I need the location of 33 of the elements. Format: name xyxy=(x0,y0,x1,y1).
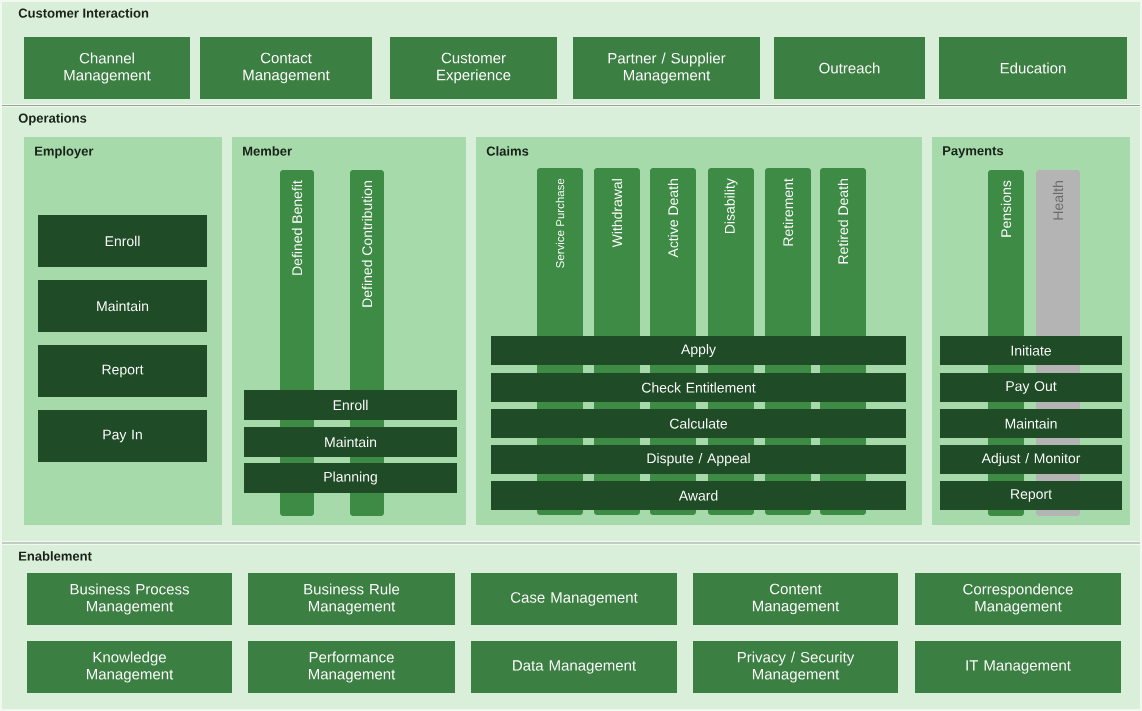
process-bar: Enroll xyxy=(244,390,457,420)
process-bar: Maintain xyxy=(940,409,1122,438)
capability-box: Performance Management xyxy=(248,641,455,693)
capability-box: Partner / Supplier Management xyxy=(573,37,760,99)
capability-box: Business Rule Management xyxy=(248,573,455,625)
process-bar: Maintain xyxy=(244,427,457,457)
process-bar: Check Entitlement xyxy=(491,373,906,402)
process-bar: Maintain xyxy=(38,280,207,332)
capability-box: Education xyxy=(939,37,1127,99)
process-bar: Enroll xyxy=(38,215,207,267)
process-bar: Adjust / Monitor xyxy=(940,445,1122,474)
process-bar: Calculate xyxy=(491,409,906,438)
process-bar: Pay Out xyxy=(940,373,1122,402)
process-bar: Award xyxy=(491,481,906,510)
capability-box: Data Management xyxy=(471,641,677,693)
capability-box: Customer Experience xyxy=(390,37,557,99)
capability-box: Content Management xyxy=(693,573,898,625)
process-bar: Initiate xyxy=(940,336,1122,365)
capability-box: Outreach xyxy=(774,37,925,99)
capability-box: Contact Management xyxy=(200,37,372,99)
process-bar: Apply xyxy=(491,336,906,365)
capability-box: Channel Management xyxy=(24,37,190,99)
process-bar: Report xyxy=(940,481,1122,510)
capability-box: Case Management xyxy=(471,573,677,625)
capability-box: Correspondence Management xyxy=(915,573,1121,625)
capability-box: Business Process Management xyxy=(27,573,232,625)
process-bar: Report xyxy=(38,345,207,397)
process-bar: Pay In xyxy=(38,410,207,462)
process-bar: Planning xyxy=(244,463,457,493)
capability-box: IT Management xyxy=(915,641,1121,693)
capability-box: Privacy / Security Management xyxy=(693,641,898,693)
capability-box: Knowledge Management xyxy=(27,641,232,693)
process-bar: Dispute / Appeal xyxy=(491,445,906,474)
